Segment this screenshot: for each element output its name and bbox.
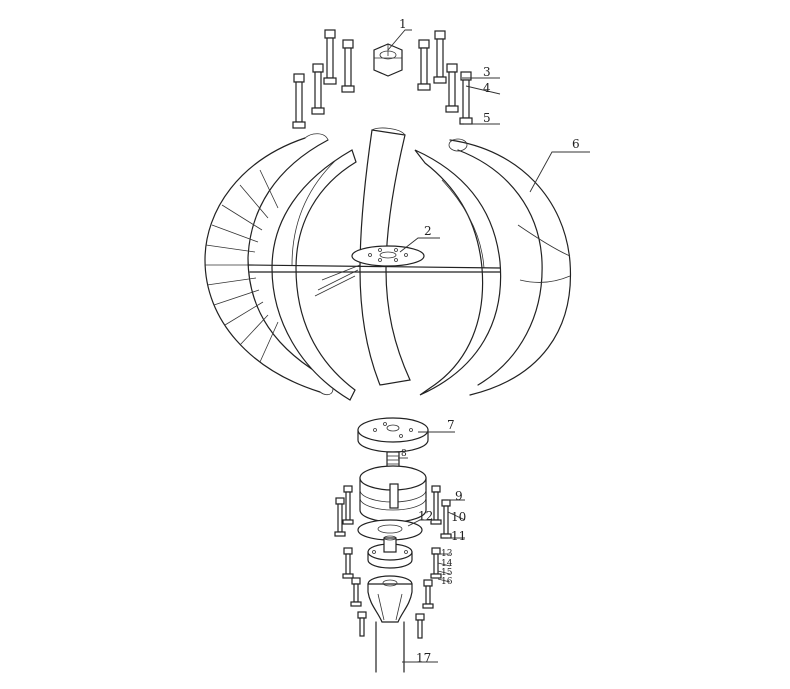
label-part-13: 13: [441, 549, 453, 559]
label-part-6: 6: [572, 137, 580, 151]
mount-flange: [367, 535, 413, 569]
bolt: [350, 577, 362, 607]
label-part-17: 17: [416, 651, 431, 665]
label-part-9: 9: [455, 489, 463, 503]
label-part-12: 12: [418, 509, 433, 523]
bolt: [342, 485, 354, 525]
bolt: [341, 39, 355, 93]
right-blade: [414, 149, 502, 396]
bolt: [311, 63, 325, 115]
bolt: [415, 613, 425, 639]
bolt: [433, 30, 447, 84]
top-disc: [357, 417, 429, 453]
bolt: [292, 73, 306, 129]
top-hardware: [292, 29, 473, 129]
label-part-8: 8: [401, 449, 407, 459]
part-labels: 1 2 3 4 5 6 7 8 9 10 11 12 13 14 15 16 1…: [399, 17, 580, 665]
label-part-7: 7: [447, 418, 455, 432]
label-part-10: 10: [451, 510, 466, 524]
label-part-2: 2: [424, 224, 432, 238]
left-finned-blade: [204, 133, 334, 396]
bolt: [323, 29, 337, 85]
bolt: [342, 547, 354, 579]
bolt: [422, 579, 434, 609]
label-part-14: 14: [441, 559, 453, 569]
hub-flange: [247, 245, 501, 297]
far-right-blade: [448, 138, 572, 396]
label-part-11: 11: [451, 529, 466, 543]
inner-left-blade: [271, 149, 357, 401]
label-part-15: 15: [441, 568, 453, 578]
tower-pole: [375, 621, 405, 673]
rotor-blades: [204, 127, 572, 401]
bolt: [417, 39, 431, 91]
lower-assembly: [334, 417, 452, 673]
tower-adapter: [367, 575, 413, 623]
label-part-3: 3: [483, 65, 491, 79]
bolt: [459, 71, 473, 125]
hex-nut: [373, 43, 403, 77]
leader-lines: [387, 29, 590, 663]
label-part-4: 4: [483, 81, 491, 95]
bolt: [430, 485, 442, 525]
bolt: [334, 497, 346, 537]
bolt: [430, 547, 442, 579]
generator: [359, 465, 427, 523]
label-part-5: 5: [483, 111, 491, 125]
bolt: [445, 63, 459, 113]
bolt: [357, 611, 367, 637]
label-part-1: 1: [399, 17, 407, 31]
bolt: [440, 499, 452, 539]
gasket-ring: [357, 519, 423, 541]
label-part-16: 16: [441, 577, 453, 587]
